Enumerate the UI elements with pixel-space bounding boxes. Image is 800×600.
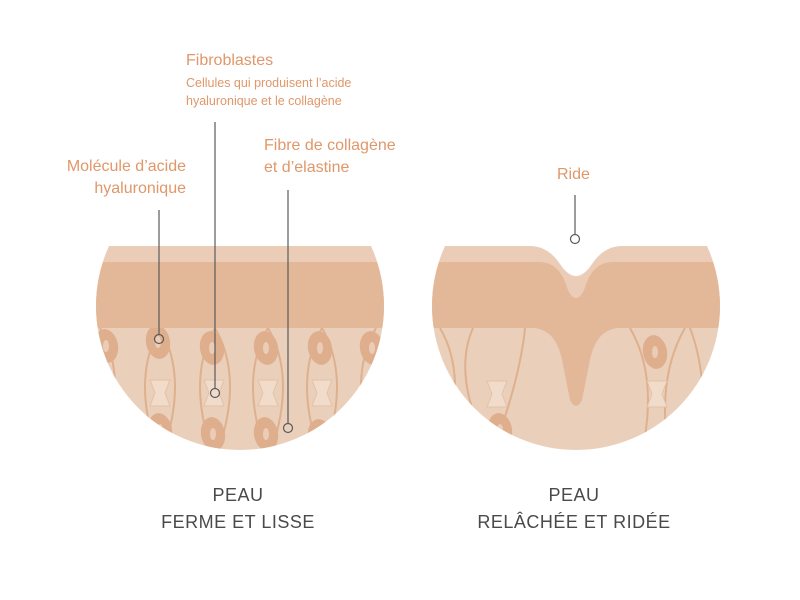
label-fibroblastes: Fibroblastes: [186, 52, 274, 69]
caption-left-2: FERME ET LISSE: [161, 512, 315, 532]
label-fibroblastes-desc-1: Cellules qui produisent l’acide: [186, 76, 352, 90]
pointer-fibroblast: [209, 387, 221, 399]
label-collagen-2: et d’elastine: [264, 159, 350, 176]
epidermis-surface: [96, 246, 384, 262]
wrinkled-skin-illustration: [432, 200, 720, 450]
pointer-lines: [153, 122, 581, 434]
label-collagen-1: Fibre de collagène: [264, 137, 396, 154]
wrinkle-band: [432, 262, 720, 406]
epidermis-band: [96, 262, 384, 328]
caption-right-1: PEAU: [548, 485, 600, 505]
wrinkle-surface: [432, 246, 720, 298]
label-wrinkle: Ride: [557, 166, 590, 183]
caption-left-1: PEAU: [212, 485, 264, 505]
firm-skin-illustration: [96, 200, 384, 450]
label-hyaluronic-2: hyaluronique: [94, 180, 186, 197]
pointer-hyaluronic: [153, 333, 165, 345]
label-fibroblastes-desc-2: hyaluronique et le collagène: [186, 94, 342, 108]
pointer-collagen: [282, 422, 294, 434]
pointer-wrinkle: [569, 233, 581, 245]
caption-right-2: RELÂCHÉE ET RIDÉE: [477, 512, 671, 532]
label-hyaluronic-1: Molécule d’acide: [66, 158, 186, 175]
